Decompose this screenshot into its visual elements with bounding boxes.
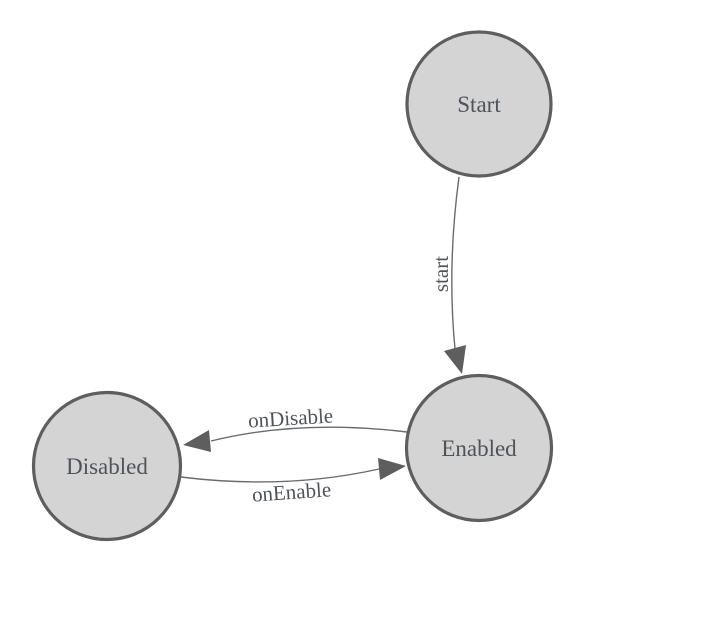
state-node-enabled: Enabled — [404, 373, 554, 523]
arrowhead-start-to-enabled — [444, 345, 466, 374]
edge-line-start — [451, 176, 460, 350]
state-circle-disabled — [31, 390, 183, 542]
edge-label-start: start — [429, 256, 453, 292]
edge-line-ondisable — [210, 426, 408, 442]
edge-label-ondisable: onDisable — [247, 403, 333, 432]
arrowhead-disabled-to-enabled — [378, 458, 406, 480]
edge-label-onenable: onEnable — [251, 477, 332, 506]
arrowhead-enabled-to-disabled — [183, 430, 211, 452]
state-label-disabled: Disabled — [66, 454, 148, 479]
state-circle-enabled — [404, 373, 554, 523]
state-node-disabled: Disabled — [31, 390, 183, 542]
edge-disabled-to-enabled: onEnable — [180, 458, 406, 507]
edge-start-to-enabled: start — [429, 176, 466, 374]
state-label-enabled: Enabled — [441, 436, 517, 461]
edge-enabled-to-disabled: onDisable — [183, 403, 408, 452]
edge-line-onenable — [180, 468, 380, 483]
state-node-start: Start — [405, 30, 553, 178]
state-label-start: Start — [457, 92, 501, 117]
state-circle-start — [405, 30, 553, 178]
